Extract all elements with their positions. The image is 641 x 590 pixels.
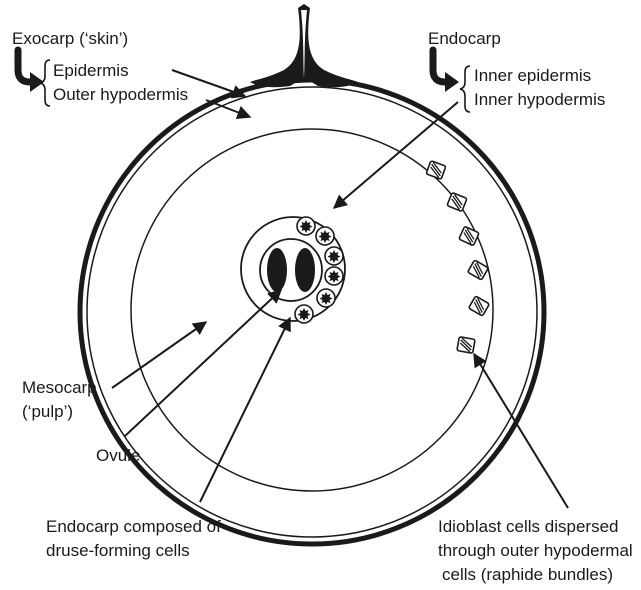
outer-hypodermis-label: Outer hypodermis [53, 85, 188, 104]
style-stigma [250, 4, 358, 87]
endocarp-druse-label-line1: Endocarp composed of [46, 517, 221, 536]
ovule-left [267, 248, 287, 292]
endocarp-brace [460, 66, 470, 112]
endocarp-druse-label-line2: druse-forming cells [46, 541, 190, 560]
idioblast-cells [426, 161, 489, 354]
idioblast-cell [459, 226, 479, 245]
ovule-right [295, 248, 315, 292]
druse-cells-arrow [200, 318, 290, 502]
idioblast-cell [457, 337, 475, 354]
idioblast-label-line1: Idioblast cells dispersed [438, 517, 618, 536]
endocarp-bent-arrow-icon [433, 50, 459, 92]
idioblast-cell [468, 260, 489, 280]
mesocarp-arrow [112, 322, 206, 388]
inner-hypodermis-label: Inner hypodermis [474, 90, 605, 109]
exocarp-label: Exocarp (‘skin’) [12, 29, 128, 48]
exocarp-bent-arrow-icon [18, 50, 44, 92]
inner-epidermis-label: Inner epidermis [474, 66, 591, 85]
idioblast-cell [469, 296, 490, 316]
ovule-label: Ovule [96, 446, 140, 465]
epidermis-label: Epidermis [53, 61, 129, 80]
leader-lines [112, 70, 568, 508]
idioblast-label-line3: cells (raphide bundles) [442, 565, 613, 584]
exocarp-brace [40, 60, 50, 106]
endocarp-label: Endocarp [428, 29, 501, 48]
idioblast-cell [447, 193, 467, 212]
idioblast-cell [426, 161, 446, 180]
mesocarp-pulp-label: (‘pulp’) [22, 402, 73, 421]
idioblast-label-line2: through outer hypodermal [438, 541, 633, 560]
ovule-pair [267, 248, 315, 292]
idioblast-arrow [474, 354, 568, 508]
mesocarp-label: Mesocarp [22, 378, 97, 397]
endocarp-arrow [334, 102, 458, 208]
